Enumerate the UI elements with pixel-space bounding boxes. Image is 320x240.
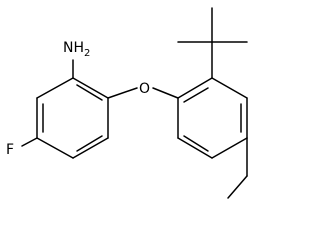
- bond-c7-c8: [177, 77, 213, 99]
- left-benzene-ring: [36, 77, 109, 159]
- double-bond-inner-3: [76, 84, 103, 101]
- bond-c4-c5: [72, 137, 109, 159]
- bond-c3-c4: [36, 137, 74, 159]
- double-bond-inner-2: [76, 135, 103, 152]
- bond-o-c7: [152, 87, 179, 99]
- bond-c8-c9: [211, 77, 248, 99]
- structure-canvas: NH2 O F: [6, 7, 248, 199]
- bond-ch2-ch3: [227, 175, 248, 199]
- amine-subscript: 2: [84, 48, 90, 59]
- tert-butyl-group: [177, 7, 248, 79]
- double-bond-inner-4: [183, 87, 209, 103]
- bond-c6-c1: [72, 77, 109, 99]
- oxygen-label: O: [139, 81, 150, 97]
- ethyl-group: [227, 137, 248, 199]
- double-bond-inner-6: [183, 135, 209, 152]
- bond-c3-f: [21, 137, 38, 147]
- bond-c10-c11: [211, 137, 248, 159]
- bond-c6-o: [107, 87, 138, 99]
- bond-c11-c12: [177, 137, 213, 159]
- molecule-structure: NH2 O F: [6, 7, 248, 199]
- amine-label: NH2: [63, 40, 90, 59]
- fluorine-label: F: [6, 142, 14, 158]
- bond-c1-c2: [36, 77, 74, 99]
- right-benzene-ring: [177, 77, 248, 159]
